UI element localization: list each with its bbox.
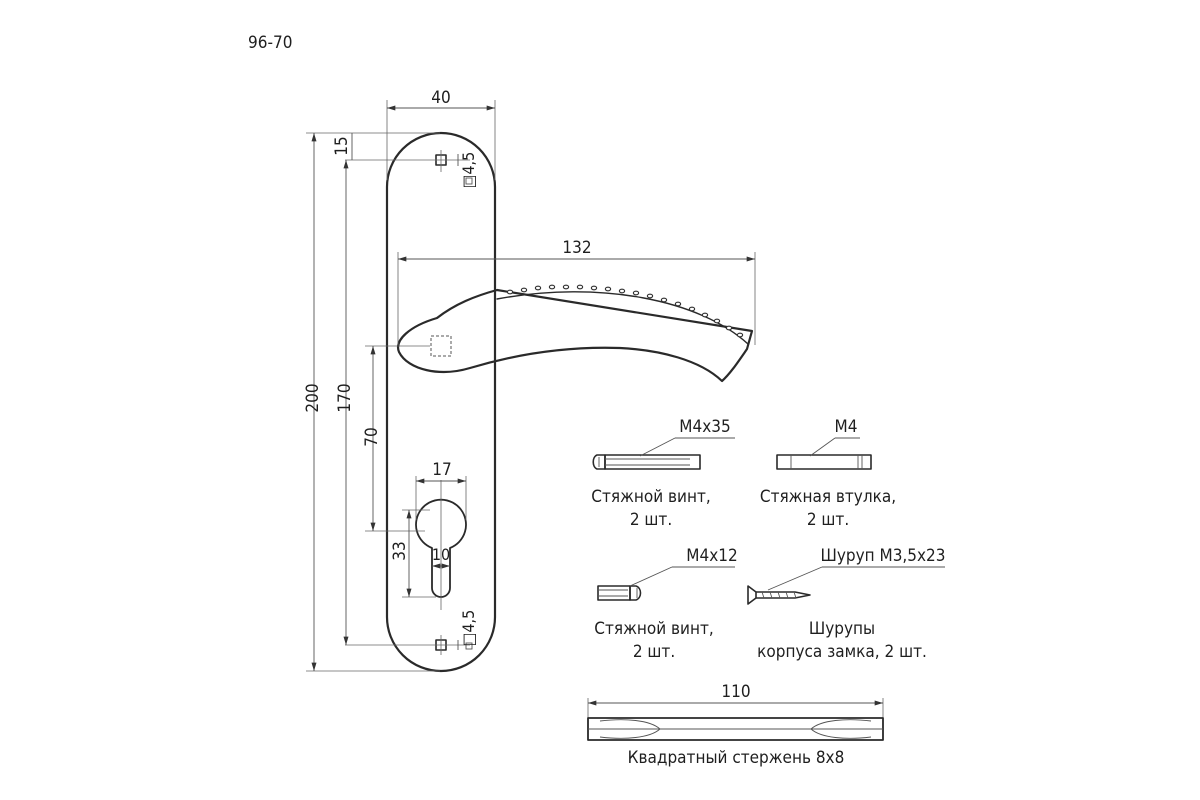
part-screw-m4x12: M4x12 Стяжной винт, 2 шт. [594, 546, 737, 662]
part-code-m4x35: M4x35 [679, 417, 730, 437]
part-code-wood-screw: Шуруп M3,5x23 [820, 546, 945, 566]
part-caption-2a: Стяжная втулка, [760, 487, 896, 507]
dimension-handle-length-label: 132 [562, 238, 591, 258]
lever-handle [365, 284, 754, 383]
part-caption-1a: Стяжной винт, [591, 487, 710, 507]
part-wood-screw: Шуруп M3,5x23 Шурупы корпуса замка, 2 шт… [747, 546, 946, 662]
dimension-cylinder-height: 33 [390, 509, 436, 598]
dimension-hole-top-label: □4,5 [459, 152, 478, 188]
lever-outline [397, 288, 754, 383]
dimension-spindle-length-label: 110 [721, 682, 750, 702]
dimension-cylinder-width: 17 [415, 460, 467, 520]
part-caption-4a: Шурупы [809, 619, 875, 639]
dimension-hole-top: □4,5 [457, 152, 478, 188]
lever-decor-edge [496, 291, 749, 345]
cylinder-cutout [415, 480, 467, 610]
dimension-cylinder-slot-label: 10 [432, 545, 450, 564]
part-caption-3b: 2 шт. [633, 642, 675, 662]
model-number: 96-70 [248, 33, 292, 53]
part-code-m4: M4 [835, 417, 858, 437]
part-screw-m4x35: M4x35 Стяжной винт, 2 шт. [591, 417, 735, 530]
part-caption-4b: корпуса замка, 2 шт. [757, 642, 927, 662]
part-sleeve-m4: M4 Стяжная втулка, 2 шт. [760, 417, 896, 530]
dimension-width-label: 40 [431, 88, 450, 108]
hole-size-symbol-bottom [465, 642, 473, 650]
dimension-handle-length: 132 [397, 238, 756, 345]
part-caption-3a: Стяжной винт, [594, 619, 713, 639]
backplate-outline [385, 131, 497, 673]
part-caption-1b: 2 шт. [630, 510, 672, 530]
spindle-hole [430, 335, 452, 357]
dimension-top-offset: 15 [332, 133, 353, 160]
dimension-spindle-to-cylinder-label: 70 [362, 427, 382, 446]
square-spindle: 110 Квадратный стержень 8x8 [587, 682, 884, 768]
hole-size-symbol-top [465, 177, 473, 185]
cylinder-outline [415, 498, 467, 598]
dimension-cylinder-slot: 10 [432, 545, 450, 569]
dimension-total-height-label: 200 [303, 383, 323, 412]
dimension-width: 40 [386, 88, 496, 180]
dimension-screw-spacing: 170 [335, 159, 355, 646]
part-code-m4x12: M4x12 [686, 546, 737, 566]
dimension-hole-bottom-label: □4,5 [459, 610, 478, 646]
dimension-cylinder-width-label: 17 [432, 460, 451, 480]
part-caption-2b: 2 шт. [807, 510, 849, 530]
dimension-screw-spacing-label: 170 [335, 383, 355, 412]
spindle-caption: Квадратный стержень 8x8 [628, 748, 845, 768]
dimension-cylinder-height-label: 33 [390, 541, 410, 560]
dimension-hole-bottom: □4,5 [457, 610, 478, 650]
dimension-top-offset-label: 15 [332, 136, 352, 155]
dimension-spindle-to-cylinder: 70 [362, 346, 425, 532]
dimension-total-height: 200 [303, 132, 440, 672]
lever-decor-dots [506, 284, 744, 338]
backplate [345, 131, 497, 673]
